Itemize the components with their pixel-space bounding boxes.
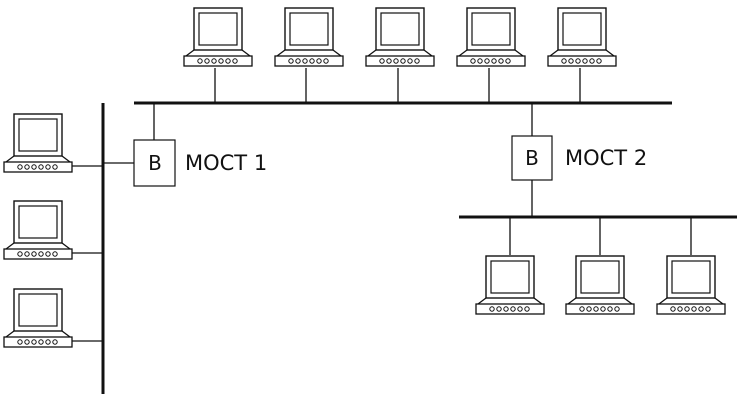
bridge-2: B МОСТ 2 bbox=[511, 103, 647, 217]
computer-icon bbox=[656, 255, 726, 315]
computer-icon bbox=[3, 113, 73, 173]
bridge-1-box bbox=[133, 139, 176, 187]
lower-right-computers bbox=[475, 217, 726, 315]
top-computers bbox=[183, 7, 617, 103]
computer-icon bbox=[3, 200, 73, 260]
computer-icon bbox=[183, 7, 253, 67]
computer-icon bbox=[456, 7, 526, 67]
bridge-1: B МОСТ 1 bbox=[103, 103, 267, 187]
computer-icon bbox=[547, 7, 617, 67]
computer-icon bbox=[365, 7, 435, 67]
computer-icon bbox=[565, 255, 635, 315]
bridge-2-label: МОСТ 2 bbox=[565, 146, 647, 170]
bridge-1-label: МОСТ 1 bbox=[185, 151, 267, 175]
computer-icon bbox=[3, 288, 73, 348]
bridge-1-letter: B bbox=[148, 151, 162, 175]
left-computers bbox=[3, 113, 103, 348]
computer-icon bbox=[475, 255, 545, 315]
bridge-2-box bbox=[511, 135, 553, 181]
computer-icon bbox=[274, 7, 344, 67]
bridge-2-letter: B bbox=[525, 146, 539, 170]
